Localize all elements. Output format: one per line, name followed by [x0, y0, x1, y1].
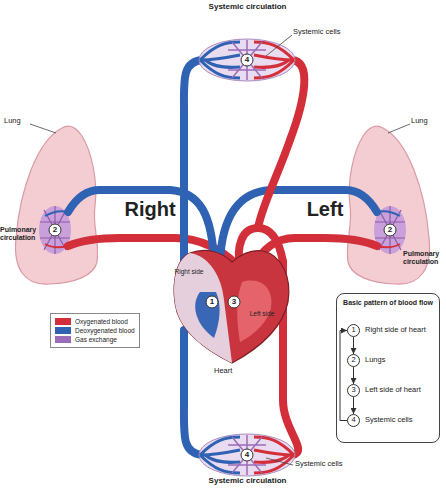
right-ventricle [195, 292, 219, 338]
callout-number: 4 [241, 449, 253, 461]
box-title: Basic pattern of blood flow [340, 299, 436, 307]
callout-number: 4 [241, 54, 253, 66]
step-label: Systemic cells [365, 415, 413, 426]
legend-entry: Oxygenated blood [55, 317, 135, 326]
step-number: 3 [348, 385, 359, 396]
part-label: Lung [411, 117, 441, 126]
step-label: Left side of heart [365, 385, 421, 396]
arteriole [254, 42, 294, 78]
step-circle: 2Lungs [347, 354, 360, 367]
part-label: Systemic cells [293, 28, 363, 37]
flow-pattern-box: Basic pattern of blood flow1Right side o… [336, 293, 440, 443]
step-circle: 1Right side of heart [347, 324, 360, 337]
part-label: Left side [248, 310, 276, 317]
section-heading: Systemic circulation [200, 2, 295, 11]
legend-swatch [55, 318, 71, 325]
legend-text: Deoxygenated blood [75, 326, 135, 335]
step-number: 2 [348, 355, 359, 366]
callout-number: 2 [49, 224, 61, 236]
callout-circle [241, 54, 253, 66]
pulmonary-artery [220, 190, 377, 262]
legend-box: Oxygenated bloodDeoxygenated bloodGas ex… [50, 313, 140, 348]
heart-shape [174, 250, 289, 363]
part-label: Heart [214, 367, 248, 376]
callout-circle [206, 296, 218, 308]
callout-number: 3 [228, 296, 240, 308]
step-number: 4 [348, 415, 359, 426]
step-circle: 3Left side of heart [347, 384, 360, 397]
flow-arrow [353, 367, 354, 384]
legend-swatch [55, 327, 71, 334]
callout-circle [384, 224, 396, 236]
step-label: Right side of heart [365, 325, 426, 336]
callout-circle [241, 449, 253, 461]
capillary-bed [199, 39, 295, 81]
side-label: Left [290, 198, 360, 221]
venule [200, 42, 240, 78]
pulmonary-artery [68, 190, 214, 262]
legend-entry: Deoxygenated blood [55, 326, 135, 335]
section-heading: Pulmonary circulation [0, 226, 46, 242]
section-heading: Pulmonary circulation [403, 250, 446, 266]
capillary-mesh [228, 40, 266, 80]
side-label: Right [110, 198, 190, 221]
flow-arrow [353, 397, 354, 414]
part-label: Systemic cells [295, 460, 365, 469]
section-heading: Systemic circulation [200, 476, 295, 485]
left-lung [16, 126, 98, 284]
capillary-bed-outline [199, 39, 295, 81]
step-label: Lungs [365, 355, 385, 366]
callout-number: 1 [206, 296, 218, 308]
legend-swatch [55, 336, 71, 343]
step-circle: 4Systemic cells [347, 414, 360, 427]
callout-number: 2 [384, 224, 396, 236]
legend-text: Gas exchange [75, 335, 117, 344]
flow-arrow [340, 331, 347, 421]
part-label: Lung [4, 117, 34, 126]
part-label: Right side [174, 268, 204, 275]
callout-circle [228, 296, 240, 308]
heart-right-side [174, 253, 232, 363]
vena-cava [184, 330, 202, 455]
flow-arrow [353, 337, 354, 354]
legend-text: Oxygenated blood [75, 317, 128, 326]
step-number: 1 [348, 325, 359, 336]
systemic-artery [258, 60, 304, 228]
legend-entry: Gas exchange [55, 335, 135, 344]
capillary-bed [199, 434, 295, 476]
lung-shape [16, 126, 98, 284]
callout-circle [49, 224, 61, 236]
